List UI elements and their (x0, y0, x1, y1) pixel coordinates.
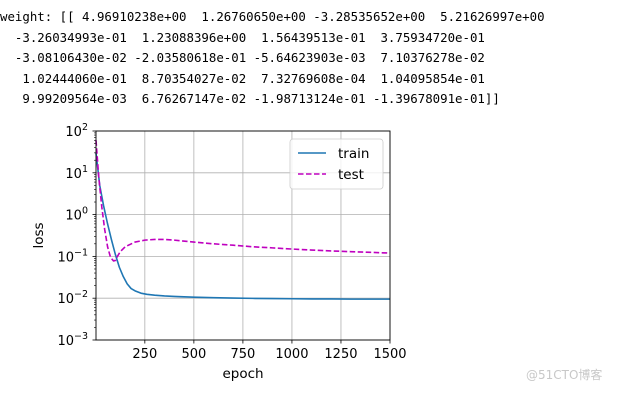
series-line-train (95, 152, 390, 300)
y-tick-label: 100 (65, 206, 88, 224)
legend-label-train: train (338, 146, 369, 162)
console-line: 9.99209564e-03 6.76267147e-02 -1.9871312… (0, 91, 500, 107)
y-tick-label: 102 (65, 122, 88, 140)
legend-label-test: test (338, 167, 364, 183)
console-line: -3.26034993e-01 1.23088396e+00 1.5643951… (0, 29, 485, 45)
console-line: 1.02444060e-01 8.70354027e-02 7.32769608… (0, 70, 485, 86)
x-tick-label: 1500 (373, 347, 406, 362)
y-tick-label: 10−1 (57, 247, 88, 265)
console-line: weight: [[ 4.96910238e+00 1.26760650e+00… (0, 9, 545, 24)
x-tick-label: 1250 (324, 347, 357, 362)
watermark: @51CTO博客 (526, 368, 603, 382)
x-tick-label: 250 (132, 347, 157, 362)
x-axis-label: epoch (222, 366, 263, 382)
series-line-test (95, 140, 391, 262)
x-tick-label: 500 (181, 347, 206, 362)
y-axis-label: loss (31, 222, 47, 248)
x-tick-label: 1000 (275, 347, 308, 362)
y-tick-label: 101 (65, 164, 88, 182)
y-tick-label: 10−3 (57, 331, 88, 349)
legend-box (289, 138, 384, 190)
x-tick-label: 750 (230, 347, 255, 362)
console-output: weight: [[ 4.96910238e+00 1.26760650e+00… (0, 7, 636, 107)
y-tick-label: 10−2 (57, 289, 88, 307)
console-line: -3.08106430e-02 -2.03580618e-01 -5.64623… (0, 50, 485, 66)
